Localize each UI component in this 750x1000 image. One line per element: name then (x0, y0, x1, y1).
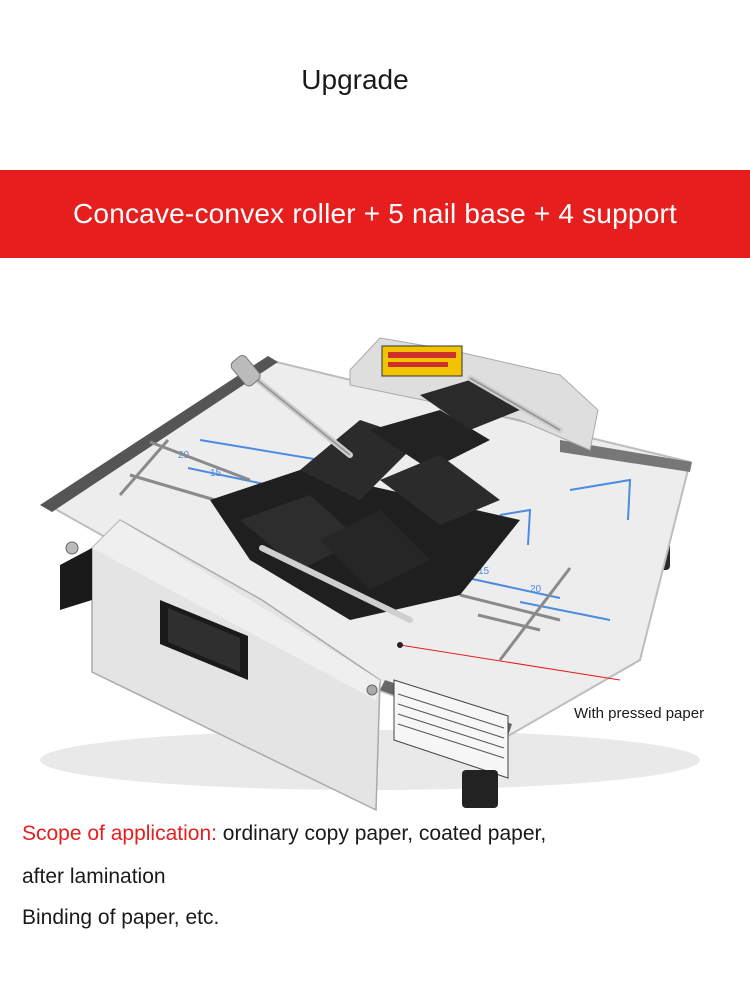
feature-banner: Concave-convex roller + 5 nail base + 4 … (0, 170, 750, 258)
product-photo: 20 15 15 20 (40, 337, 700, 812)
banner-text: Concave-convex roller + 5 nail base + 4 … (73, 198, 677, 229)
spec-plate (393, 679, 509, 779)
page-title: Upgrade (301, 64, 409, 95)
scope-label: Scope of application: (22, 822, 217, 845)
callout-label: With pressed paper (574, 705, 705, 722)
power-switch (60, 548, 92, 610)
description-line-2: after lamination (22, 865, 166, 888)
left-rail (40, 356, 278, 512)
scope-line: Scope of application: ordinary copy pape… (22, 822, 722, 846)
ruler-label: 20 (530, 584, 542, 595)
warning-label (381, 345, 463, 377)
callout-line (399, 644, 621, 681)
ruler-label: 15 (478, 566, 490, 577)
description-line-3: Binding of paper, etc. (22, 906, 220, 929)
foot (462, 770, 498, 808)
right-rail (560, 440, 692, 472)
ruler-label: 15 (210, 468, 222, 479)
roller-assembly (210, 380, 520, 620)
scope-text: ordinary copy paper, coated paper, (216, 822, 547, 845)
